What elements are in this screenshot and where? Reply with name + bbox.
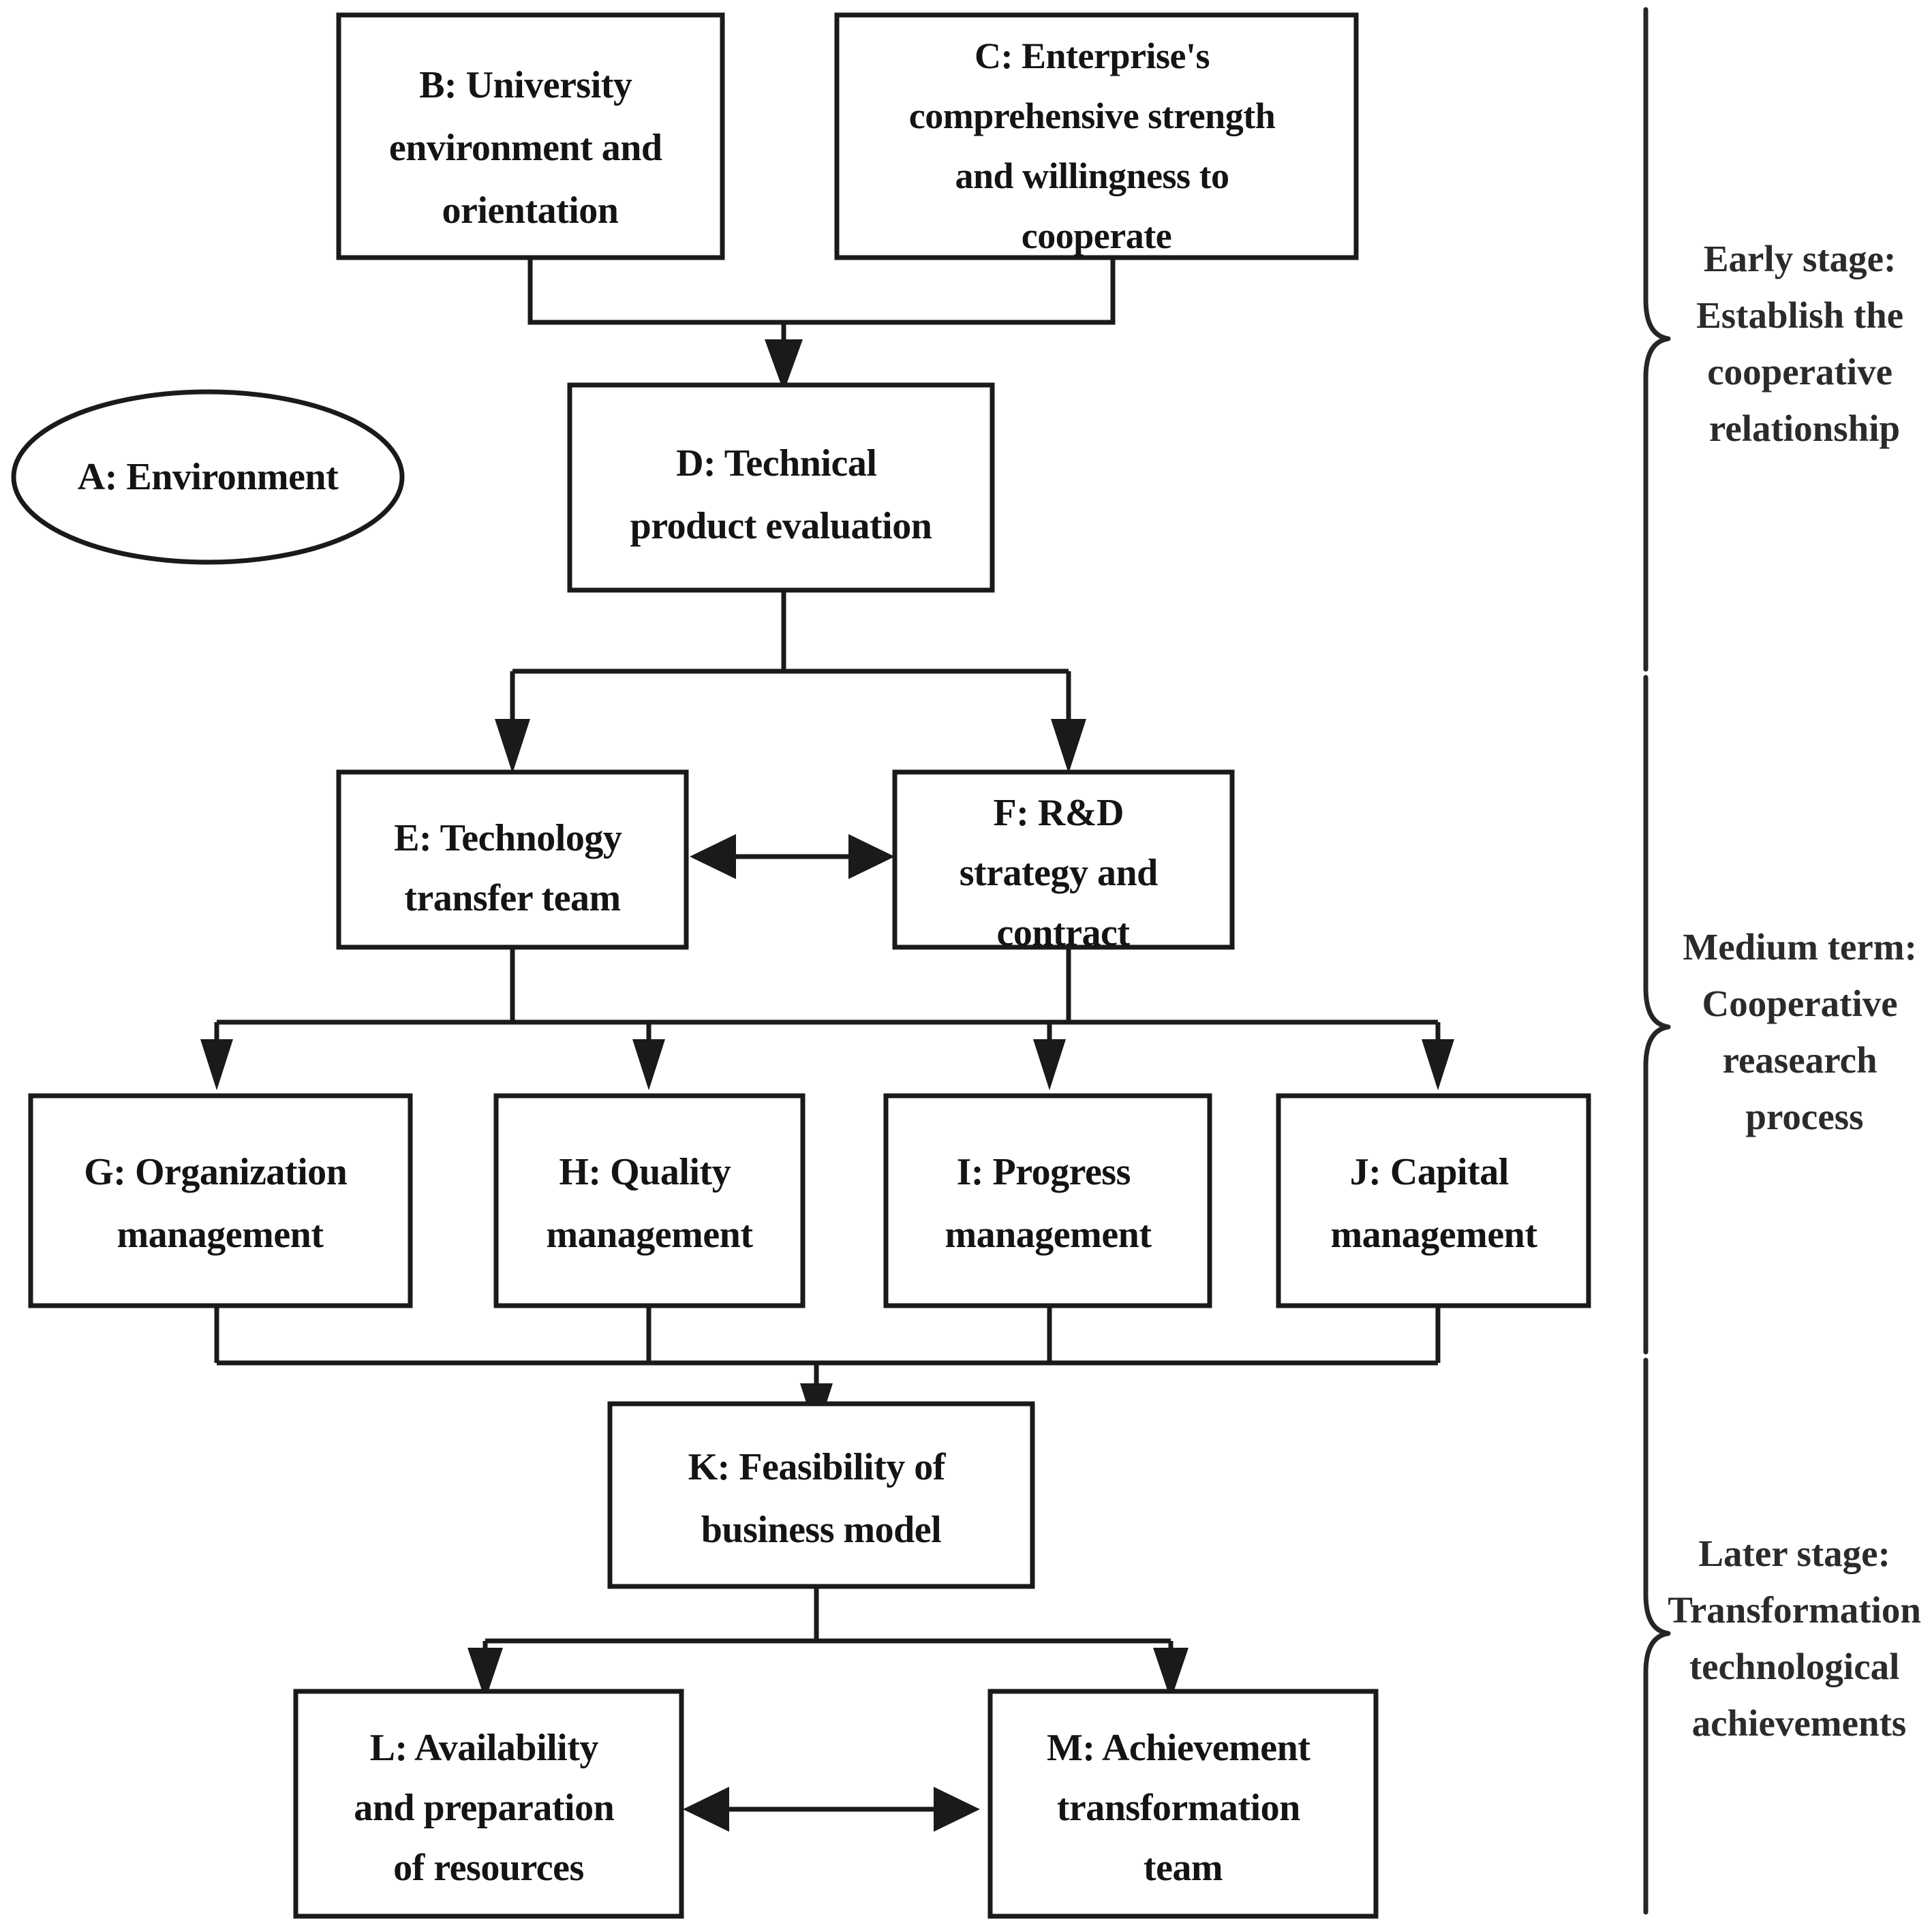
node-g-organization-management[interactable]: G: Organization management [28, 1093, 413, 1308]
node-i-label: I: Progress management [945, 1151, 1152, 1256]
stage-early-label: Early stage: Establish the cooperative r… [1696, 238, 1913, 449]
node-d-shape [567, 382, 995, 593]
node-j-label: J: Capital management [1331, 1151, 1538, 1256]
node-m-shape [987, 1689, 1379, 1919]
node-h-shape [493, 1093, 806, 1308]
node-h-quality-management[interactable]: H: Quality management [493, 1093, 806, 1308]
arrowhead-to-e [495, 719, 530, 773]
arrowhead-lm-left [683, 1787, 729, 1832]
node-i-progress-management[interactable]: I: Progress management [883, 1093, 1212, 1308]
node-g-label: G: Organization management [84, 1151, 356, 1256]
node-k-feasibility-business-model[interactable]: K: Feasibility of business model [607, 1401, 1035, 1589]
arrowhead-to-m [1153, 1648, 1189, 1700]
node-d-technical-product-evaluation[interactable]: D: Technical product evaluation [567, 382, 995, 593]
brace-medium-icon [1643, 675, 1671, 1355]
node-e-label: E: Technology transfer team [394, 817, 631, 919]
node-i-shape [883, 1093, 1212, 1308]
arrowhead-lm-right [934, 1787, 980, 1832]
node-a-label: A: Environment [78, 456, 339, 498]
arrowhead-ef-right [848, 834, 895, 879]
node-c-shape [834, 12, 1359, 260]
arrowhead-ef-left [690, 834, 736, 879]
node-a-environment[interactable]: A: Environment [11, 389, 405, 565]
node-c-enterprise-strength[interactable]: C: Enterprise's comprehensive strength a… [834, 12, 1359, 260]
node-m-label: M: Achievement transformation team [1047, 1727, 1319, 1889]
node-k-label: K: Feasibility of business model [688, 1446, 955, 1551]
node-h-label: H: Quality management [547, 1151, 754, 1256]
stage-later-label: Later stage: Transformation technologica… [1668, 1533, 1930, 1744]
node-g-shape [28, 1093, 413, 1308]
stage-medium-label: Medium term: Cooperative reasearch proce… [1683, 926, 1926, 1137]
node-f-rd-strategy-contract[interactable]: F: R&D strategy and contract [892, 769, 1235, 954]
node-l-label: L: Availability and preparation of resou… [354, 1727, 623, 1889]
edge-e-f-bidirectional [690, 834, 895, 879]
edge-ef-to-ghij [200, 947, 1454, 1090]
node-m-achievement-transformation-team[interactable]: M: Achievement transformation team [987, 1689, 1379, 1919]
edge-k-to-lm [467, 1586, 1189, 1700]
node-e-technology-transfer-team[interactable]: E: Technology transfer team [336, 769, 689, 950]
arrowhead-to-j [1422, 1039, 1454, 1090]
edge-d-to-ef [495, 590, 1086, 773]
arrowhead-to-l [467, 1648, 503, 1700]
node-a-shape [11, 389, 405, 565]
node-b-university-environment[interactable]: B: University environment and orientatio… [336, 12, 725, 260]
edge-b-c-to-d [527, 258, 1116, 392]
node-j-shape [1276, 1093, 1591, 1308]
node-f-label: F: R&D strategy and contract [960, 792, 1167, 954]
arrowhead-to-h [632, 1039, 665, 1090]
stage-later: Later stage: Transformation technologica… [1643, 1357, 1930, 1915]
brace-later-icon [1643, 1357, 1671, 1915]
node-b-shape [336, 12, 725, 260]
edge-merge-bar-bc [527, 258, 1116, 325]
arrowhead-to-d [765, 339, 803, 392]
node-k-shape [607, 1401, 1035, 1589]
arrowhead-to-g [200, 1039, 233, 1090]
arrowhead-to-f [1051, 719, 1086, 773]
node-j-capital-management[interactable]: J: Capital management [1276, 1093, 1591, 1308]
stage-medium: Medium term: Cooperative reasearch proce… [1643, 675, 1926, 1355]
node-l-shape [293, 1689, 684, 1919]
node-d-label: D: Technical product evaluation [630, 442, 932, 547]
node-c-label: C: Enterprise's comprehensive strength a… [909, 35, 1284, 256]
node-b-label: B: University environment and orientatio… [389, 64, 671, 232]
edge-l-m-bidirectional [683, 1787, 980, 1832]
brace-early-icon [1643, 7, 1671, 672]
node-l-availability-preparation-resources[interactable]: L: Availability and preparation of resou… [293, 1689, 684, 1919]
node-f-shape [892, 769, 1235, 950]
stage-early: Early stage: Establish the cooperative r… [1643, 7, 1913, 672]
node-e-shape [336, 769, 689, 950]
arrowhead-to-i [1033, 1039, 1066, 1090]
